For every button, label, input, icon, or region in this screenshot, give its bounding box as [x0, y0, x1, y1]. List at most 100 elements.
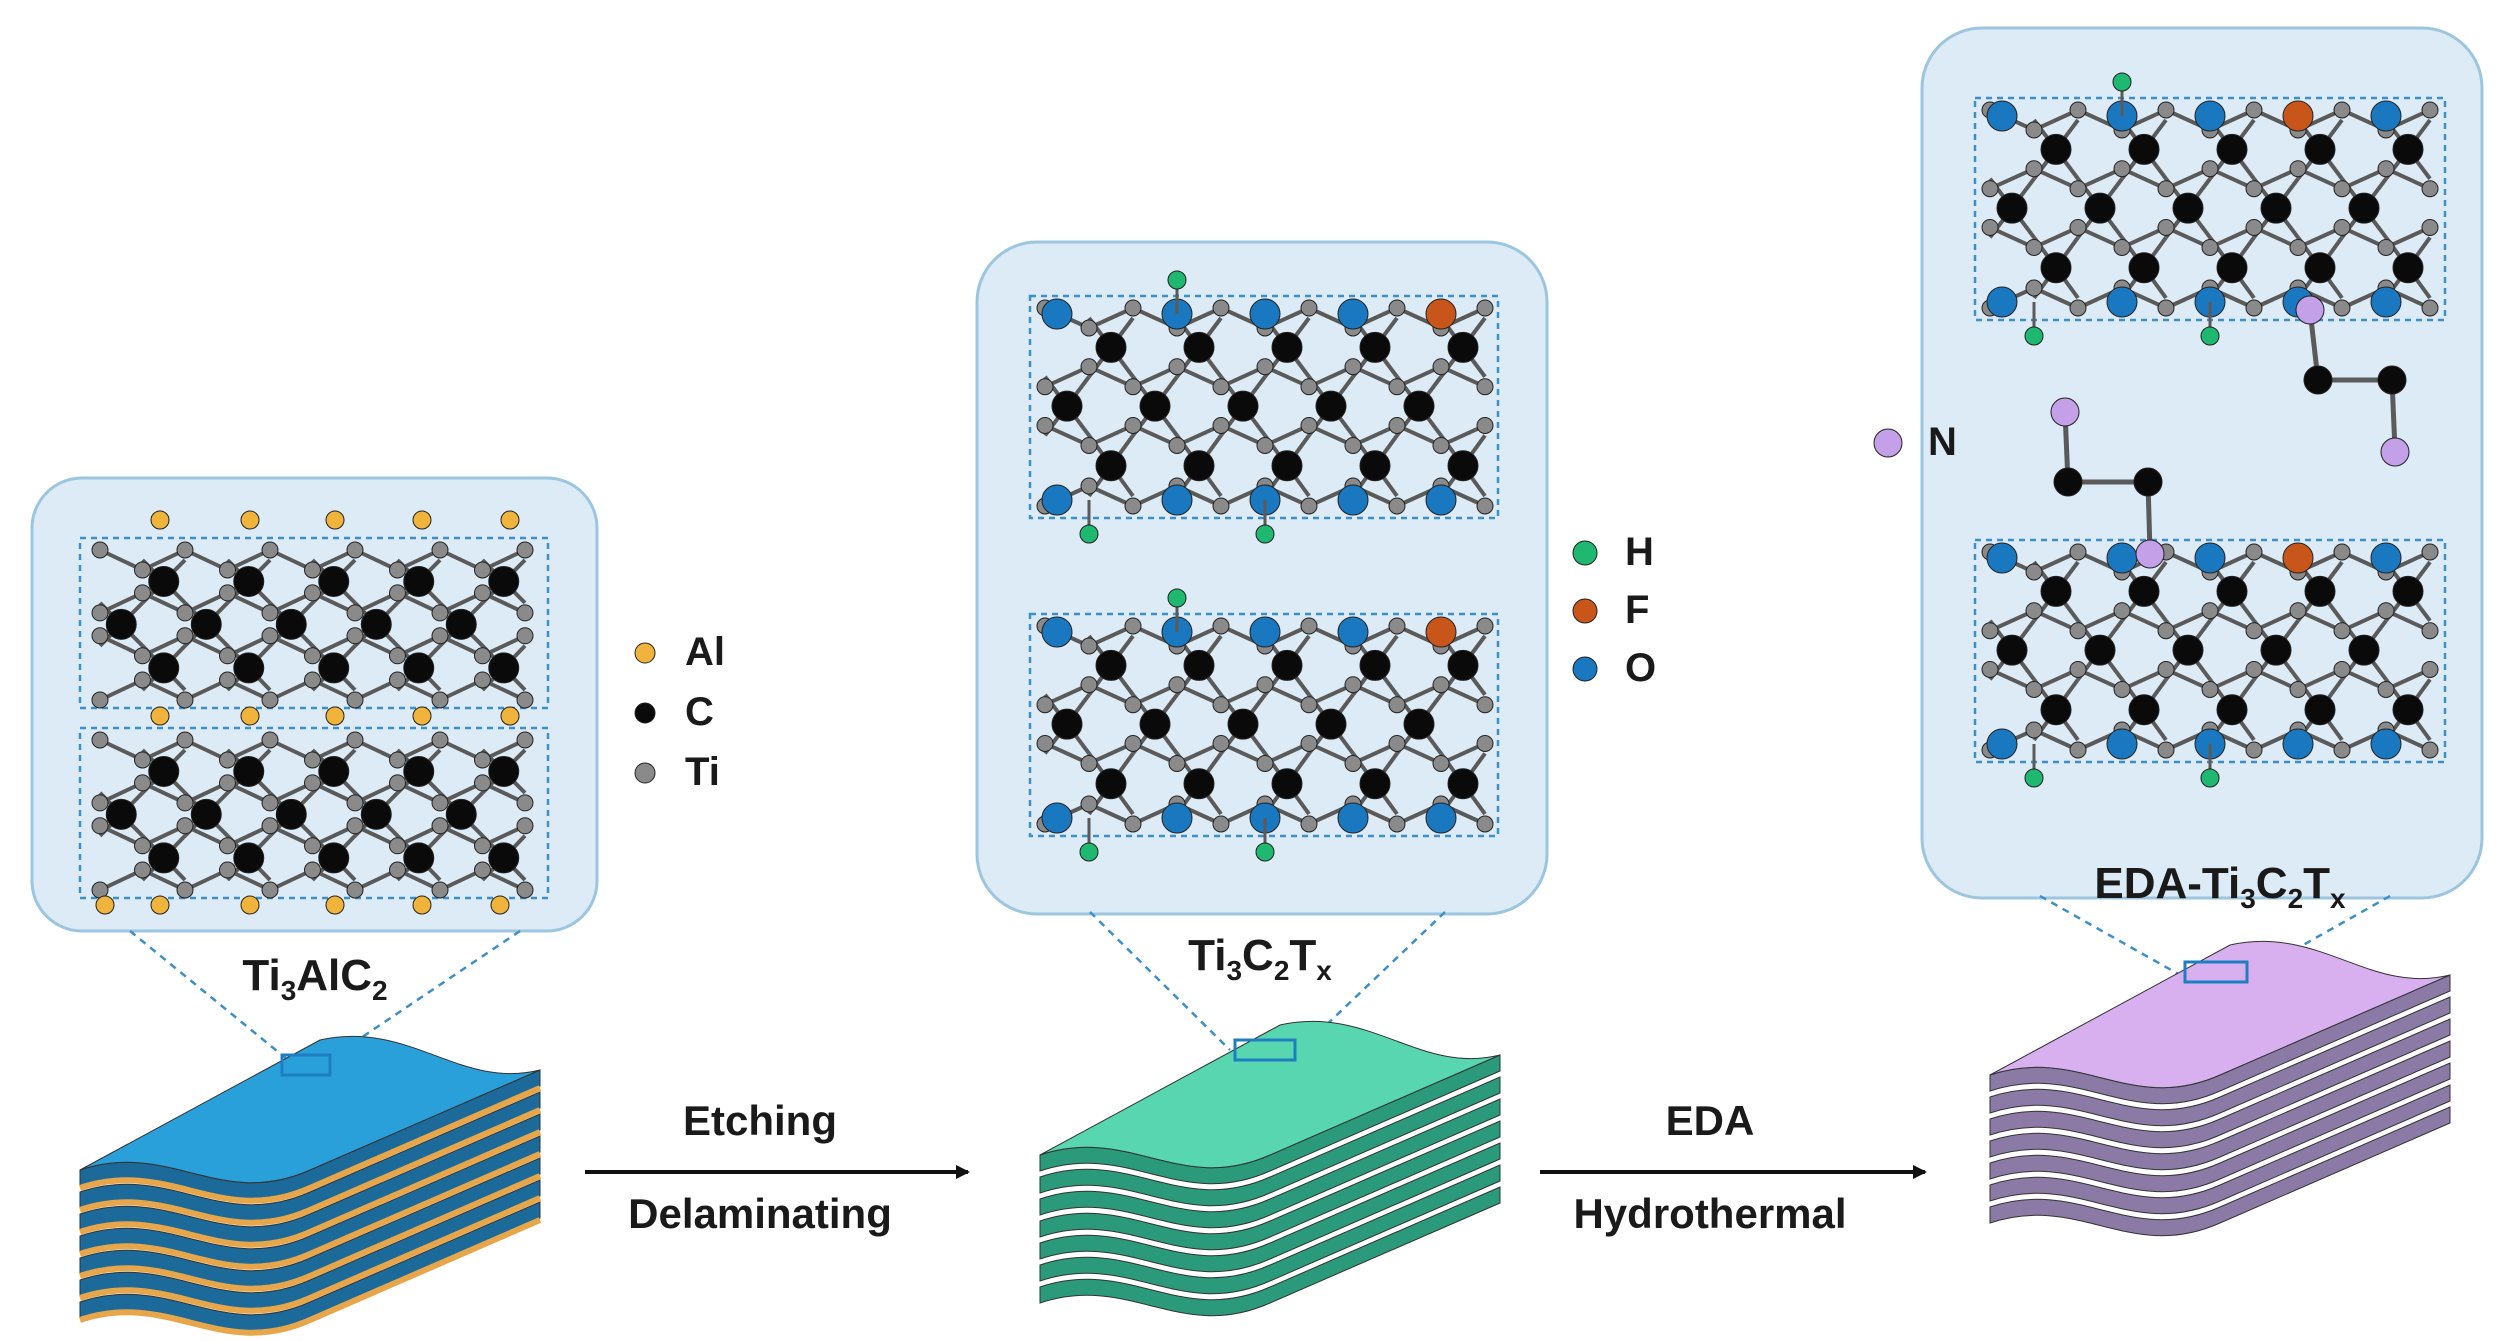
layer-edge [1989, 1106, 2451, 1237]
layer-edge [1039, 1076, 1501, 1207]
atom-ti [2289, 160, 2307, 178]
atom-ti [2245, 741, 2263, 759]
atom-f [1425, 616, 1457, 648]
atom-c [1095, 768, 1127, 800]
atom-ti [2421, 622, 2439, 640]
atom-ti [2333, 660, 2351, 678]
atom-c [2040, 133, 2072, 165]
atom-ti [219, 647, 236, 665]
atom-h [1255, 842, 1275, 862]
atom-ti [2201, 238, 2219, 256]
stage-label-eda-ti3c2tx: EDA-Ti3C2Tx [2094, 859, 2346, 914]
atom-c [488, 755, 520, 787]
atom-ti [2377, 160, 2395, 178]
atom-o [1161, 802, 1193, 834]
atom-c [2128, 694, 2160, 726]
layer-edge [1989, 1062, 2451, 1193]
layer-edge [1989, 1040, 2451, 1171]
atom-c [318, 755, 350, 787]
atom-ti [1168, 358, 1186, 376]
atom-ti [1124, 815, 1142, 833]
atom-ti [1080, 637, 1098, 655]
atom-c [233, 652, 265, 684]
layer-edge [1039, 1164, 1501, 1295]
atom-f [2282, 100, 2314, 132]
atom-al [240, 510, 260, 530]
legend-item-al: Al [634, 630, 725, 674]
atom-ti [1300, 378, 1318, 396]
atom-ti [2025, 279, 2043, 297]
atom-h [1167, 588, 1187, 608]
atom-ti [2377, 238, 2395, 256]
atom-ti [2069, 101, 2087, 119]
atom-o [1425, 802, 1457, 834]
atom-ti [91, 604, 109, 622]
atom-c [488, 565, 520, 597]
al-interlayer [79, 1217, 542, 1336]
atom-c [148, 755, 180, 787]
atom-ti [474, 671, 491, 689]
atom-ti [1476, 497, 1494, 515]
atom-c [2377, 365, 2407, 395]
atom-ti [1212, 734, 1230, 752]
atom-ti [2421, 543, 2439, 561]
atom-al [95, 895, 115, 915]
process-arrow-eda: EDA Hydrothermal [1540, 1097, 1927, 1237]
atom-ti [1036, 734, 1054, 752]
atom-ti [2333, 218, 2351, 236]
atom-al [500, 706, 520, 726]
atom-o [1337, 484, 1369, 516]
atom-c [1095, 649, 1127, 681]
atom-c [1139, 390, 1171, 422]
legend-swatch [1873, 428, 1903, 458]
atom-c [233, 565, 265, 597]
atom-c [2304, 575, 2336, 607]
atom-h [1255, 524, 1275, 544]
arrow-label-top: Etching [683, 1097, 837, 1144]
atom-h [2024, 326, 2044, 346]
atom-c [1447, 331, 1479, 363]
atom-ti [2069, 660, 2087, 678]
atom-h [2200, 768, 2220, 788]
atom-ti [516, 604, 534, 622]
legend-label: N [1928, 420, 1957, 464]
legend-ti3c2tx: HFO [1572, 530, 1656, 690]
zoom-region-marker [280, 1053, 332, 1077]
atom-c [148, 842, 180, 874]
atom-ti [134, 647, 151, 665]
atom-ti [1981, 180, 1999, 198]
atom-c [275, 608, 307, 640]
atom-ti [2069, 741, 2087, 759]
atom-ti [1432, 436, 1450, 454]
atom-c [1271, 768, 1303, 800]
atom-n [2380, 437, 2410, 467]
atom-o [1986, 286, 2018, 318]
atom-ti [1124, 299, 1142, 317]
atom-ti [474, 751, 491, 769]
atom-c [403, 755, 435, 787]
layer-edge [1989, 1084, 2451, 1215]
atom-c [488, 842, 520, 874]
lattice-ti3alc2 [91, 510, 534, 915]
legend-label: Al [685, 630, 725, 674]
atom-c [2172, 192, 2204, 224]
layered-stack-eda [1989, 940, 2451, 1237]
atom-ti [1300, 299, 1318, 317]
layered-stack-ti3alc2 [79, 1035, 542, 1336]
al-interlayer [79, 1151, 542, 1270]
atom-o [1425, 484, 1457, 516]
atom-c [360, 608, 392, 640]
atom-ti [1256, 754, 1274, 772]
atom-ti [176, 817, 194, 835]
atom-n [2295, 295, 2325, 325]
atom-ti [2113, 680, 2131, 698]
label-text: EDA-Ti [2094, 859, 2240, 908]
atom-o [2106, 286, 2138, 318]
atom-o [1986, 728, 2018, 760]
atom-ti [2069, 622, 2087, 640]
atom-ti [2333, 180, 2351, 198]
atom-ti [346, 881, 364, 899]
atom-ti [2201, 680, 2219, 698]
atom-ti [1476, 815, 1494, 833]
atom-o [1161, 484, 1193, 516]
